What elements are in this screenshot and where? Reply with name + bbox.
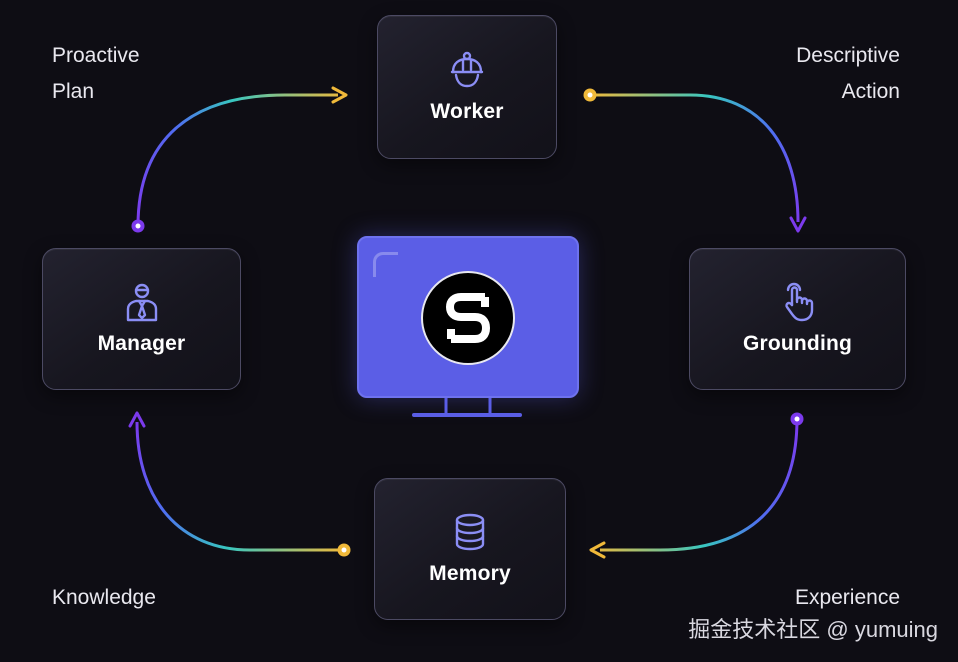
- worker-label: Worker: [430, 100, 504, 123]
- label-experience: Experience: [795, 580, 900, 616]
- database-icon: [455, 513, 485, 551]
- arrow-manager-to-worker: [131, 86, 348, 233]
- label-line: Descriptive: [796, 44, 900, 67]
- label-knowledge: Knowledge: [52, 580, 156, 616]
- label-proactive-plan: Proactive Plan: [52, 38, 140, 110]
- label-line: Plan: [52, 80, 95, 103]
- worker-node: Worker: [377, 15, 557, 159]
- memory-label: Memory: [429, 562, 511, 585]
- label-descriptive-action: Descriptive Action: [796, 38, 900, 110]
- arrow-worker-to-grounding: [583, 88, 807, 233]
- pointer-hand-icon: [784, 282, 813, 322]
- s-logo-glyph: [446, 293, 490, 343]
- arrow-grounding-to-memory: [589, 412, 804, 559]
- s-logo-icon: [421, 271, 515, 365]
- label-line: Knowledge: [52, 586, 156, 609]
- memory-node: Memory: [374, 478, 566, 620]
- label-line: Proactive: [52, 44, 140, 67]
- grounding-node: Grounding: [689, 248, 906, 390]
- grounding-label: Grounding: [742, 332, 853, 355]
- watermark-text: 掘金技术社区 @ yumuing: [688, 617, 938, 642]
- hard-hat-icon: [450, 51, 484, 88]
- arrow-memory-to-manager: [128, 411, 351, 557]
- monitor-stand: [412, 395, 522, 417]
- label-line: Experience: [794, 586, 900, 609]
- manager-label: Manager: [97, 332, 186, 355]
- businessman-icon: [126, 283, 157, 322]
- monitor-corner-decoration: [373, 252, 398, 277]
- manager-node: Manager: [42, 248, 241, 390]
- monitor-icon: [357, 236, 579, 398]
- label-line: Action: [841, 80, 900, 103]
